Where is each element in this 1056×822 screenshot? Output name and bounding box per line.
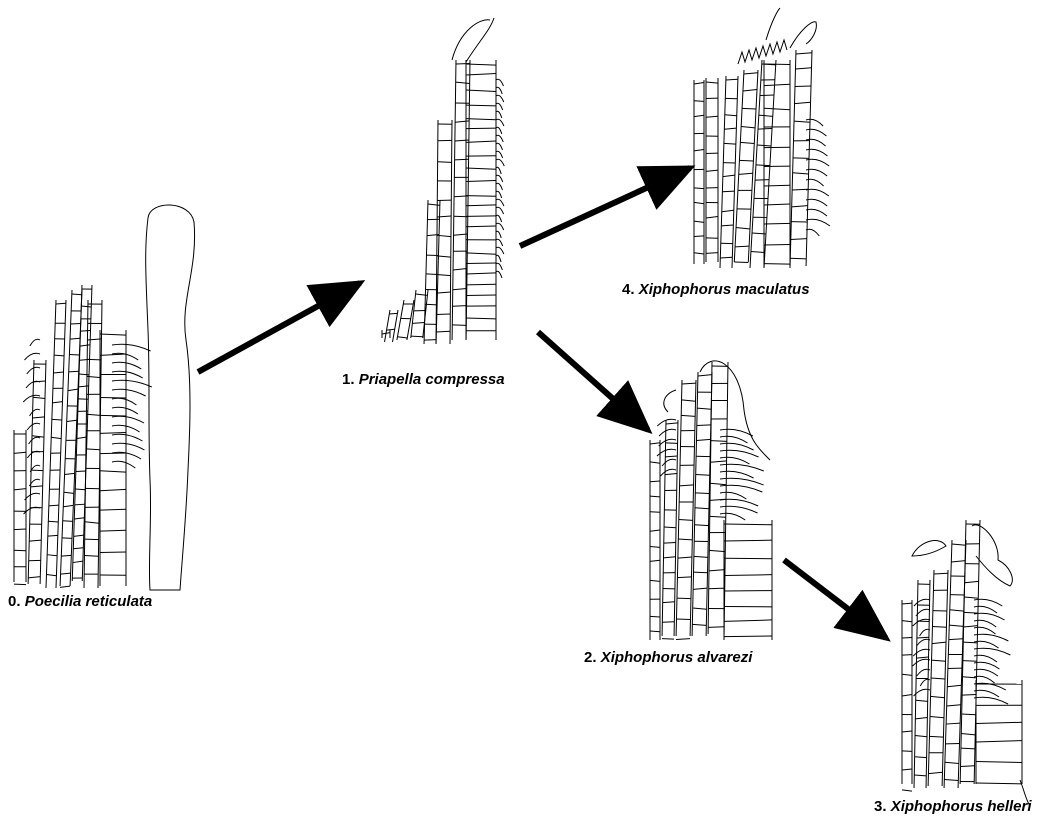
arrow-poecilia-to-priapella <box>198 283 360 372</box>
sketch-xiphophorus-alvarezi <box>650 361 772 640</box>
label-poecilia-reticulata: 0. Poecilia reticulata <box>8 593 152 610</box>
sketch-xiphophorus-maculatus <box>694 8 830 268</box>
label-xiphophorus-maculatus: 4. Xiphophorus maculatus <box>622 281 810 298</box>
sketch-priapella-compressa <box>382 18 504 344</box>
label-xiphophorus-alvarezi: 2. Xiphophorus alvarezi <box>584 649 752 666</box>
arrow-priapella-to-maculatus <box>520 168 690 246</box>
sketch-xiphophorus-helleri <box>902 520 1030 806</box>
label-priapella-compressa: 1. Priapella compressa <box>342 371 505 388</box>
arrow-alvarezi-to-helleri <box>784 560 886 638</box>
label-xiphophorus-helleri: 3. Xiphophorus helleri <box>874 798 1032 815</box>
sketch-poecilia-reticulata <box>14 205 195 590</box>
arrow-priapella-to-alvarezi <box>538 332 648 430</box>
